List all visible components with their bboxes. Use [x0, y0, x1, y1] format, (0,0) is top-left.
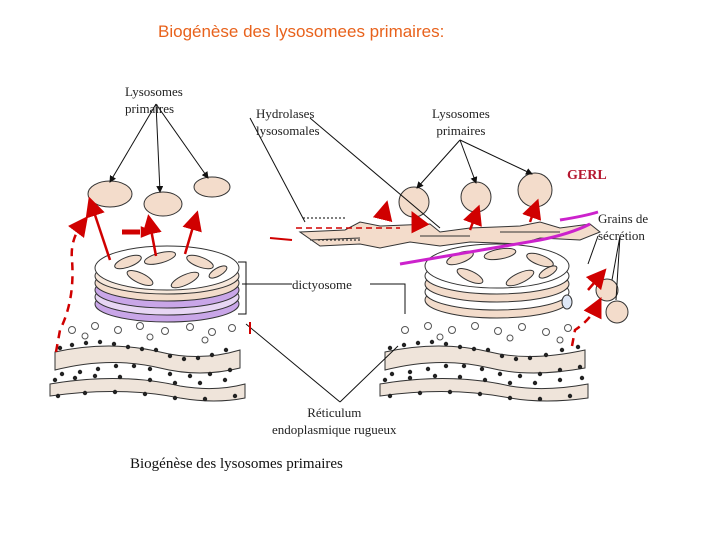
label-lysosomes-primaires-right: Lysosomes primaires	[432, 105, 490, 139]
label-grains-de-secretion: Grains de sécrétion	[598, 210, 648, 244]
diagram-title: Biogénèse des lysosomees primaires:	[158, 22, 445, 41]
red-transport-arrows	[54, 196, 607, 353]
label-reticulum-endoplasmique: Réticulum endoplasmique rugueux	[272, 404, 397, 438]
label-dictyosome: dictyosome	[292, 277, 352, 292]
diagram-caption: Biogénèse des lysosomes primaires	[130, 456, 343, 472]
label-line: Hydrolases	[256, 106, 315, 121]
gerl-network	[296, 210, 601, 266]
label-lysosomes-primaires-left: Lysosomes primaires	[125, 83, 183, 117]
label-gerl: GERL	[567, 168, 607, 183]
label-line: lysosomales	[256, 123, 320, 138]
label-line: Grains de	[598, 211, 649, 226]
label-line: endoplasmique rugueux	[272, 422, 397, 437]
label-line: Réticulum	[307, 405, 362, 420]
golgi-stack-left	[94, 245, 240, 323]
rough-er-left	[45, 316, 246, 402]
rough-er-right	[378, 316, 589, 402]
lysosome-vesicles-left	[87, 176, 231, 217]
label-line: Lysosomes	[432, 106, 490, 121]
lysosome-vesicles-right	[398, 172, 553, 218]
label-line: Lysosomes	[125, 84, 183, 99]
label-leader-lines	[109, 103, 621, 403]
secretion-granules	[561, 278, 629, 324]
label-line: primaires	[436, 123, 486, 138]
label-line: sécrétion	[598, 228, 645, 243]
label-line: primaires	[125, 101, 175, 116]
label-hydrolases-lysosomales: Hydrolases lysosomales	[256, 105, 320, 139]
